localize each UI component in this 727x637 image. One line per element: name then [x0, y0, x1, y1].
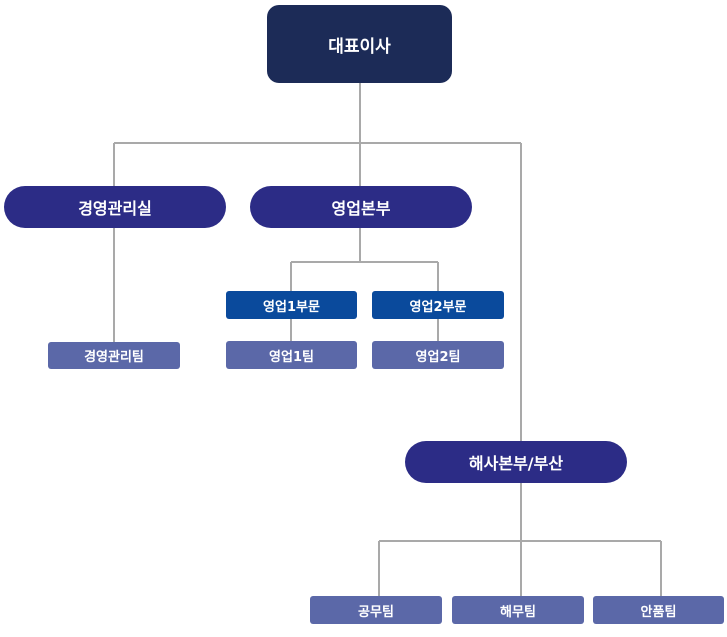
- marine-division-label: 해사본부/부산: [468, 454, 564, 473]
- ceo-label: 대표이사: [328, 36, 391, 57]
- marine-team-anpum-box: 안품팀: [593, 596, 724, 624]
- sales-sub1-label: 영업1부문: [263, 299, 320, 315]
- sales-team1-box: 영업1팀: [226, 341, 357, 369]
- management-office-box: 경영관리실: [4, 186, 226, 228]
- sales-sub1-box: 영업1부문: [226, 291, 357, 319]
- management-team-label: 경영관리팀: [84, 350, 144, 365]
- sales-division-label: 영업본부: [331, 199, 391, 218]
- ceo-box: 대표이사: [267, 5, 452, 83]
- management-office-label: 경영관리실: [78, 199, 152, 218]
- sales-division-box: 영업본부: [250, 186, 472, 228]
- marine-team-anpum-label: 안품팀: [640, 604, 677, 620]
- marine-team-gongmu-label: 공무팀: [358, 604, 394, 620]
- sales-sub2-label: 영업2부문: [409, 299, 467, 315]
- sales-team2-box: 영업2팀: [372, 341, 504, 369]
- marine-division-box: 해사본부/부산: [405, 441, 627, 483]
- management-team-box: 경영관리팀: [48, 342, 180, 369]
- sales-team1-label: 영업1팀: [269, 349, 314, 365]
- sales-sub2-box: 영업2부문: [372, 291, 504, 319]
- marine-team-gongmu-box: 공무팀: [310, 596, 442, 624]
- marine-team-haemu-label: 해무팀: [500, 604, 536, 620]
- sales-team2-label: 영업2팀: [415, 349, 461, 365]
- marine-team-haemu-box: 해무팀: [452, 596, 584, 624]
